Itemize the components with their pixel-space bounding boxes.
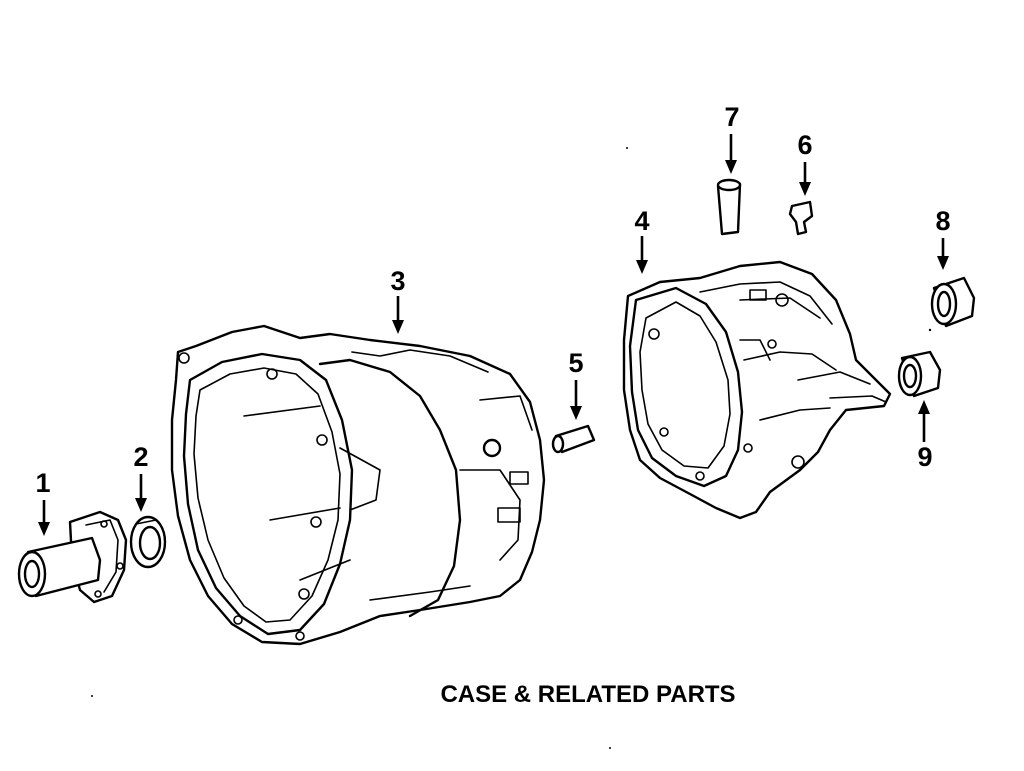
callout-arrows [38,134,949,536]
callout-8: 8 [935,206,950,236]
callout-6: 6 [797,130,812,160]
callout-3: 3 [390,266,405,296]
diagram-title: CASE & RELATED PARTS [440,681,735,708]
callout-2: 2 [133,442,148,472]
callout-4: 4 [634,206,649,236]
part-3-clutch-housing [170,324,546,646]
callout-5: 5 [568,348,583,378]
callout-9: 9 [917,442,932,472]
part-8-seal [930,276,976,328]
callout-7: 7 [724,102,739,132]
callout-1: 1 [35,468,50,498]
part-6-plug [788,200,814,236]
part-5-dowel-pin [551,424,596,454]
part-2-seal [129,515,167,569]
part-1-bearing-retainer [17,510,128,604]
part-4-transmission-case [622,260,892,520]
part-9-bearing [897,350,942,398]
callout-labels: 1 2 3 4 5 6 7 8 9 [35,102,950,498]
part-7-sleeve [716,178,742,236]
scan-speckles [91,147,932,749]
